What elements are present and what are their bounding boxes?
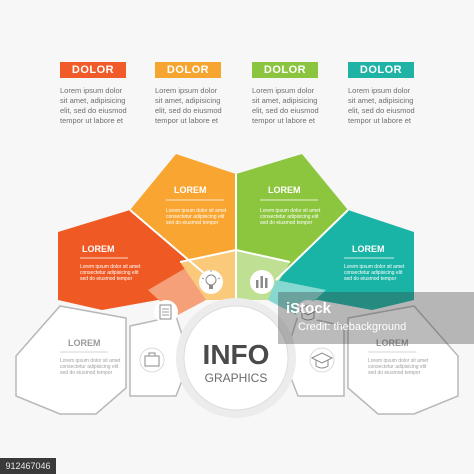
segment-shape-3 — [236, 154, 348, 280]
segment-text-3b: consectetur adipisicing elit — [260, 214, 319, 220]
bottom-segment-left — [15, 305, 127, 415]
bottom-label-left: LOREM — [68, 338, 101, 348]
bottom-text-right-b: consectetur adipisicing elit — [368, 364, 427, 370]
segment-text-3c: sed do eiusmod tempor — [260, 220, 313, 226]
segment-shape-2 — [130, 154, 236, 280]
header-text-line: tempor ut labore et — [348, 116, 411, 125]
bottom-text-left-b: consectetur adipisicing elit — [60, 364, 119, 370]
center-title: INFO — [203, 339, 270, 370]
segment-text-2: Lorem ipsum dolor sit amet — [166, 208, 227, 214]
center-subtitle: GRAPHICS — [205, 371, 268, 385]
segment-text-4b: consectetur adipisicing elit — [344, 270, 403, 276]
segment-label-3: LOREM — [268, 185, 301, 195]
image-id-badge: 912467046 — [0, 458, 56, 474]
header-text-1: Lorem ipsum dolor sit amet, adipisicing … — [60, 86, 140, 126]
header-text-line: Lorem ipsum dolor — [348, 86, 411, 95]
bottom-text-right: Lorem ipsum dolor sit amet — [368, 358, 429, 364]
header-text-line: sit amet, adipisicing — [60, 96, 126, 105]
header-text-line: elit, sed do eiusmod — [348, 106, 415, 115]
watermark-brand: iStock — [286, 300, 332, 317]
header-text-4: Lorem ipsum dolor sit amet, adipisicing … — [348, 86, 428, 126]
watermark-credit: Credit: thebackground — [298, 321, 407, 333]
segment-shape-4 — [268, 210, 414, 310]
header-text-line: elit, sed do eiusmod — [252, 106, 319, 115]
header-text-line: tempor ut labore et — [60, 116, 123, 125]
segment-text-4: Lorem ipsum dolor sit amet — [344, 264, 405, 270]
header-text-2: Lorem ipsum dolor sit amet, adipisicing … — [155, 86, 235, 126]
header-text-line: tempor ut labore et — [252, 116, 315, 125]
segment-text-4c: sed do eiusmod tempor — [344, 276, 397, 282]
segment-text-1c: sed do eiusmod tempor — [80, 276, 133, 282]
bottom-segment-right — [347, 305, 459, 415]
header-tag-1: DOLOR — [60, 62, 126, 78]
bar-chart-icon — [250, 270, 274, 294]
header-text-line: Lorem ipsum dolor — [252, 86, 315, 95]
header-text-3: Lorem ipsum dolor sit amet, adipisicing … — [252, 86, 332, 126]
header-tag-2: DOLOR — [155, 62, 221, 78]
segment-text-2b: consectetur adipisicing elit — [166, 214, 225, 220]
header-text-line: sit amet, adipisicing — [252, 96, 318, 105]
segment-label-1: LOREM — [82, 244, 115, 254]
bottom-text-left: Lorem ipsum dolor sit amet — [60, 358, 121, 364]
header-tag-3: DOLOR — [252, 62, 318, 78]
header-text-line: elit, sed do eiusmod — [60, 106, 127, 115]
header-text-line: Lorem ipsum dolor — [155, 86, 218, 95]
segment-text-3: Lorem ipsum dolor sit amet — [260, 208, 321, 214]
bottom-label-right: LOREM — [376, 338, 409, 348]
header-text-line: tempor ut labore et — [155, 116, 218, 125]
segment-label-4: LOREM — [352, 244, 385, 254]
header-tag-4: DOLOR — [348, 62, 414, 78]
bottom-text-right-c: sed do eiusmod tempor — [368, 370, 421, 376]
segment-text-2c: sed do eiusmod tempor — [166, 220, 219, 226]
watermark-panel — [278, 292, 474, 344]
graduation-cap-icon — [296, 300, 320, 324]
header-text-line: sit amet, adipisicing — [155, 96, 221, 105]
graduation-cap-icon-bottom — [309, 347, 335, 373]
segment-text-1b: consectetur adipisicing elit — [80, 270, 139, 276]
lightbulb-icon — [199, 270, 223, 294]
bottom-text-left-c: sed do eiusmod tempor — [60, 370, 113, 376]
segment-text-1: Lorem ipsum dolor sit amet — [80, 264, 141, 270]
inner-wedge-4 — [268, 280, 326, 316]
header-text-line: elit, sed do eiusmod — [155, 106, 222, 115]
header-text-line: sit amet, adipisicing — [348, 96, 414, 105]
center-ring-inner — [183, 305, 289, 411]
segment-label-2: LOREM — [174, 185, 207, 195]
header-text-line: Lorem ipsum dolor — [60, 86, 123, 95]
briefcase-icon — [139, 347, 165, 373]
document-icon — [154, 300, 178, 324]
